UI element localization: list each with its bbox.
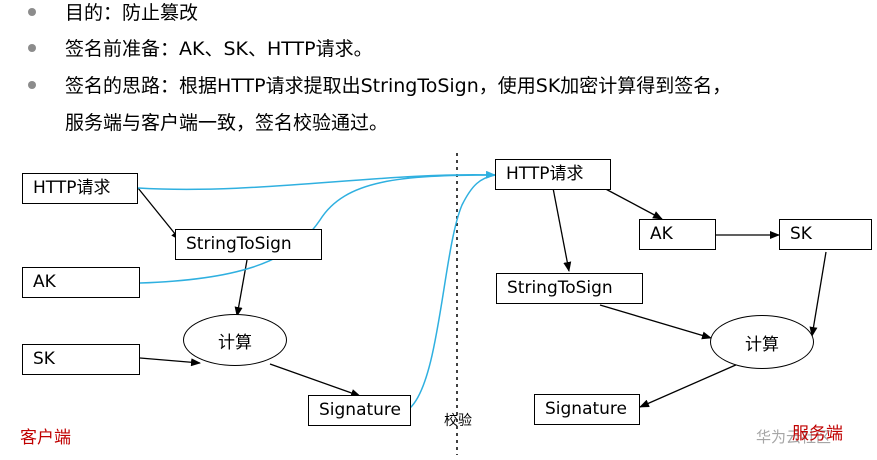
arrow-compute-to-signature — [269, 363, 361, 397]
transfer-signature — [409, 174, 496, 409]
server-side-label: 服务端 — [792, 424, 843, 444]
server-sk-box: SK — [779, 219, 872, 250]
client-ak-label: AK — [33, 272, 56, 292]
bullet-dot-icon — [28, 8, 36, 16]
verification-label: 校验 — [444, 413, 472, 429]
server-compute-node: 计算 — [710, 315, 814, 369]
arrow-server-sk-to-compute — [809, 251, 827, 337]
transfer-http-request — [137, 170, 496, 191]
server-ak-label: AK — [650, 224, 673, 244]
arrow-server-http-to-ak — [599, 185, 663, 220]
bullet-text: 目的：防止篡改 — [65, 2, 199, 24]
client-sk-box: SK — [22, 344, 140, 375]
bullet-text: 签名的思路：根据HTTP请求提取出StringToSign，使用SK加密计算得到… — [65, 75, 732, 97]
server-stringtosign-label: StringToSign — [507, 278, 613, 298]
client-ak-box: AK — [22, 267, 140, 298]
client-sk-label: SK — [33, 349, 55, 369]
bullet-dot-icon — [28, 81, 36, 89]
arrow-stringtosign-to-compute — [234, 259, 248, 317]
bullet-dot-icon — [28, 44, 36, 52]
client-http-request-box: HTTP请求 — [22, 173, 138, 204]
watermark-text: 华为云社区 — [756, 428, 832, 446]
arrow-server-stringtosign-to-compute — [599, 304, 712, 340]
arrow-sk-to-compute — [139, 357, 201, 367]
client-side-label: 客户端 — [20, 428, 71, 448]
client-signature-label: Signature — [319, 400, 402, 420]
server-signature-box: Signature — [534, 394, 640, 425]
client-http-request-label: HTTP请求 — [33, 178, 111, 198]
server-http-request-label: HTTP请求 — [506, 164, 584, 184]
arrow-http-to-stringtosign — [137, 187, 181, 241]
arrow-server-http-to-stringtosign — [552, 187, 572, 272]
transfer-ak — [139, 174, 496, 284]
server-signature-label: Signature — [545, 399, 628, 419]
client-signature-box: Signature — [308, 395, 411, 426]
server-http-request-box: HTTP请求 — [495, 159, 611, 190]
client-stringtosign-box: StringToSign — [175, 229, 322, 260]
client-stringtosign-label: StringToSign — [186, 234, 292, 254]
server-compute-label: 计算 — [745, 334, 779, 355]
client-compute-node: 计算 — [183, 314, 287, 366]
server-ak-box: AK — [639, 219, 716, 250]
server-stringtosign-box: StringToSign — [496, 273, 643, 304]
bullet-text: 服务端与客户端一致，签名校验通过。 — [65, 112, 389, 134]
client-compute-label: 计算 — [218, 332, 252, 353]
bullet-text: 签名前准备：AK、SK、HTTP请求。 — [65, 38, 373, 60]
server-sk-label: SK — [790, 224, 812, 244]
arrow-server-compute-to-signature — [639, 363, 739, 408]
